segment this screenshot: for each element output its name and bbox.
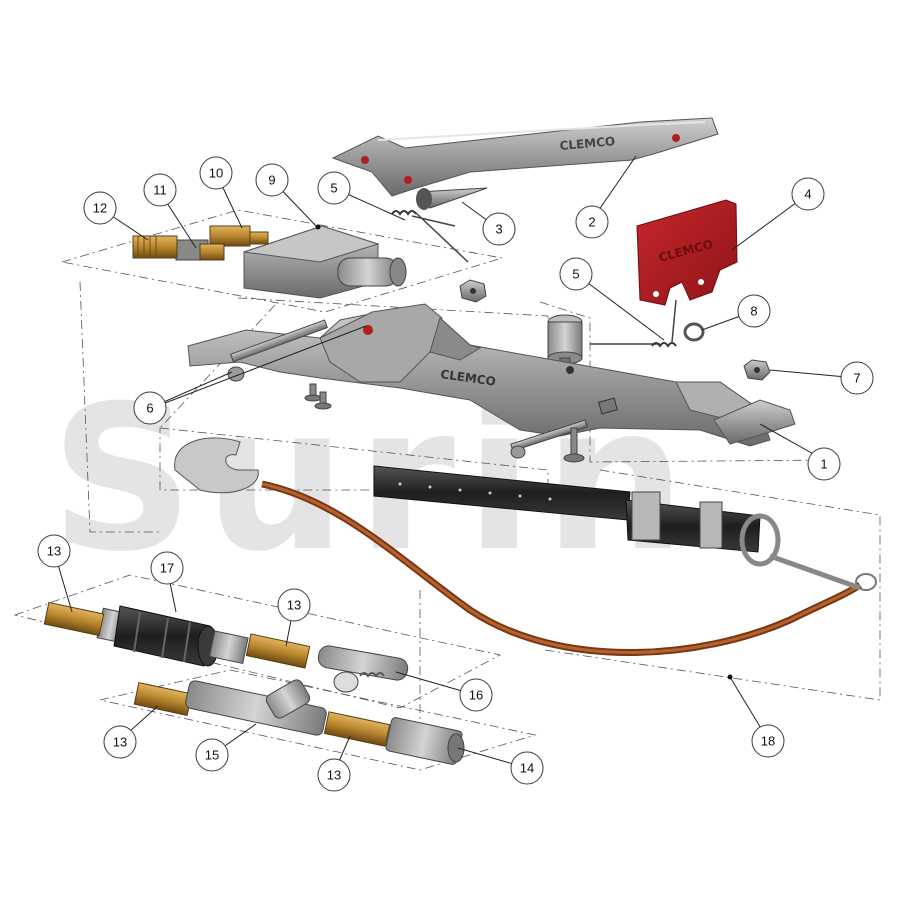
svg-text:13: 13 xyxy=(113,735,127,750)
quick-coupling xyxy=(96,605,249,667)
nipple-upper-right xyxy=(245,633,311,669)
coupling-nut xyxy=(385,717,465,765)
body-right-ear xyxy=(713,399,796,445)
callout-13-upper-right: 13 xyxy=(277,588,311,622)
svg-text:17: 17 xyxy=(160,561,174,576)
callout-5-top: 5 xyxy=(317,171,351,205)
callout-7: 7 xyxy=(840,361,874,395)
svg-text:13: 13 xyxy=(47,544,61,559)
callout-4: 4 xyxy=(791,177,825,211)
svg-text:12: 12 xyxy=(93,201,107,216)
svg-text:5: 5 xyxy=(330,181,337,196)
svg-text:4: 4 xyxy=(804,187,811,202)
callout-8: 8 xyxy=(737,294,771,328)
svg-text:6: 6 xyxy=(146,401,153,416)
callout-2: 2 xyxy=(575,205,609,239)
fitting-11 xyxy=(175,239,225,261)
main-body: CLEMCO xyxy=(187,303,786,447)
latch-brand: CLEMCO xyxy=(559,134,616,153)
red-safety-flag: CLEMCO xyxy=(636,199,738,306)
callout-16: 16 xyxy=(459,678,493,712)
nipple-lower-left xyxy=(133,682,193,716)
svg-text:1: 1 xyxy=(820,457,827,472)
callout-12: 12 xyxy=(83,191,117,225)
nut-right xyxy=(743,359,771,381)
callout-10: 10 xyxy=(199,156,233,190)
cylinder-block xyxy=(243,225,407,299)
safety-cable xyxy=(261,480,877,656)
svg-text:18: 18 xyxy=(761,734,775,749)
bolt-bottom xyxy=(510,419,588,459)
svg-text:9: 9 xyxy=(268,173,275,188)
tee-fitting xyxy=(185,679,327,736)
callout-6: 6 xyxy=(133,391,167,425)
fitting-12 xyxy=(132,235,178,259)
svg-text:16: 16 xyxy=(469,688,483,703)
cone-plug xyxy=(416,187,488,210)
callout-18: 18 xyxy=(751,724,785,758)
svg-text:14: 14 xyxy=(520,761,534,776)
strap xyxy=(373,465,861,591)
svg-text:5: 5 xyxy=(572,267,579,282)
torsion-spring-top xyxy=(391,210,469,263)
svg-text:8: 8 xyxy=(750,304,757,319)
callout-13-lower-left: 13 xyxy=(103,725,137,759)
callout-11: 11 xyxy=(143,173,177,207)
callout-14: 14 xyxy=(510,751,544,785)
callout-5-right: 5 xyxy=(559,257,593,291)
cable-tag-disc xyxy=(174,437,259,494)
hose-clamp xyxy=(317,645,409,693)
svg-text:3: 3 xyxy=(495,222,502,237)
callout-1: 1 xyxy=(807,447,841,481)
svg-text:15: 15 xyxy=(205,748,219,763)
svg-text:10: 10 xyxy=(209,166,223,181)
latch-lever: CLEMCO xyxy=(331,117,719,197)
nipple-upper-left xyxy=(43,601,105,637)
svg-text:11: 11 xyxy=(153,183,167,198)
svg-text:7: 7 xyxy=(853,371,860,386)
ring xyxy=(683,322,705,342)
nut-top xyxy=(459,279,487,303)
nipple-lower-right xyxy=(323,711,391,747)
torsion-spring-right xyxy=(590,299,677,348)
callout-15: 15 xyxy=(195,738,229,772)
callout-13-lower-right: 13 xyxy=(317,758,351,792)
svg-text:13: 13 xyxy=(287,598,301,613)
svg-text:13: 13 xyxy=(327,768,341,783)
callout-9: 9 xyxy=(255,163,289,197)
plunger xyxy=(547,314,583,373)
callout-13-upper-left: 13 xyxy=(37,534,71,568)
callout-3: 3 xyxy=(482,212,516,246)
callout-17: 17 xyxy=(150,551,184,585)
fitting-10 xyxy=(209,225,269,247)
screws xyxy=(304,383,585,463)
svg-text:2: 2 xyxy=(588,215,595,230)
